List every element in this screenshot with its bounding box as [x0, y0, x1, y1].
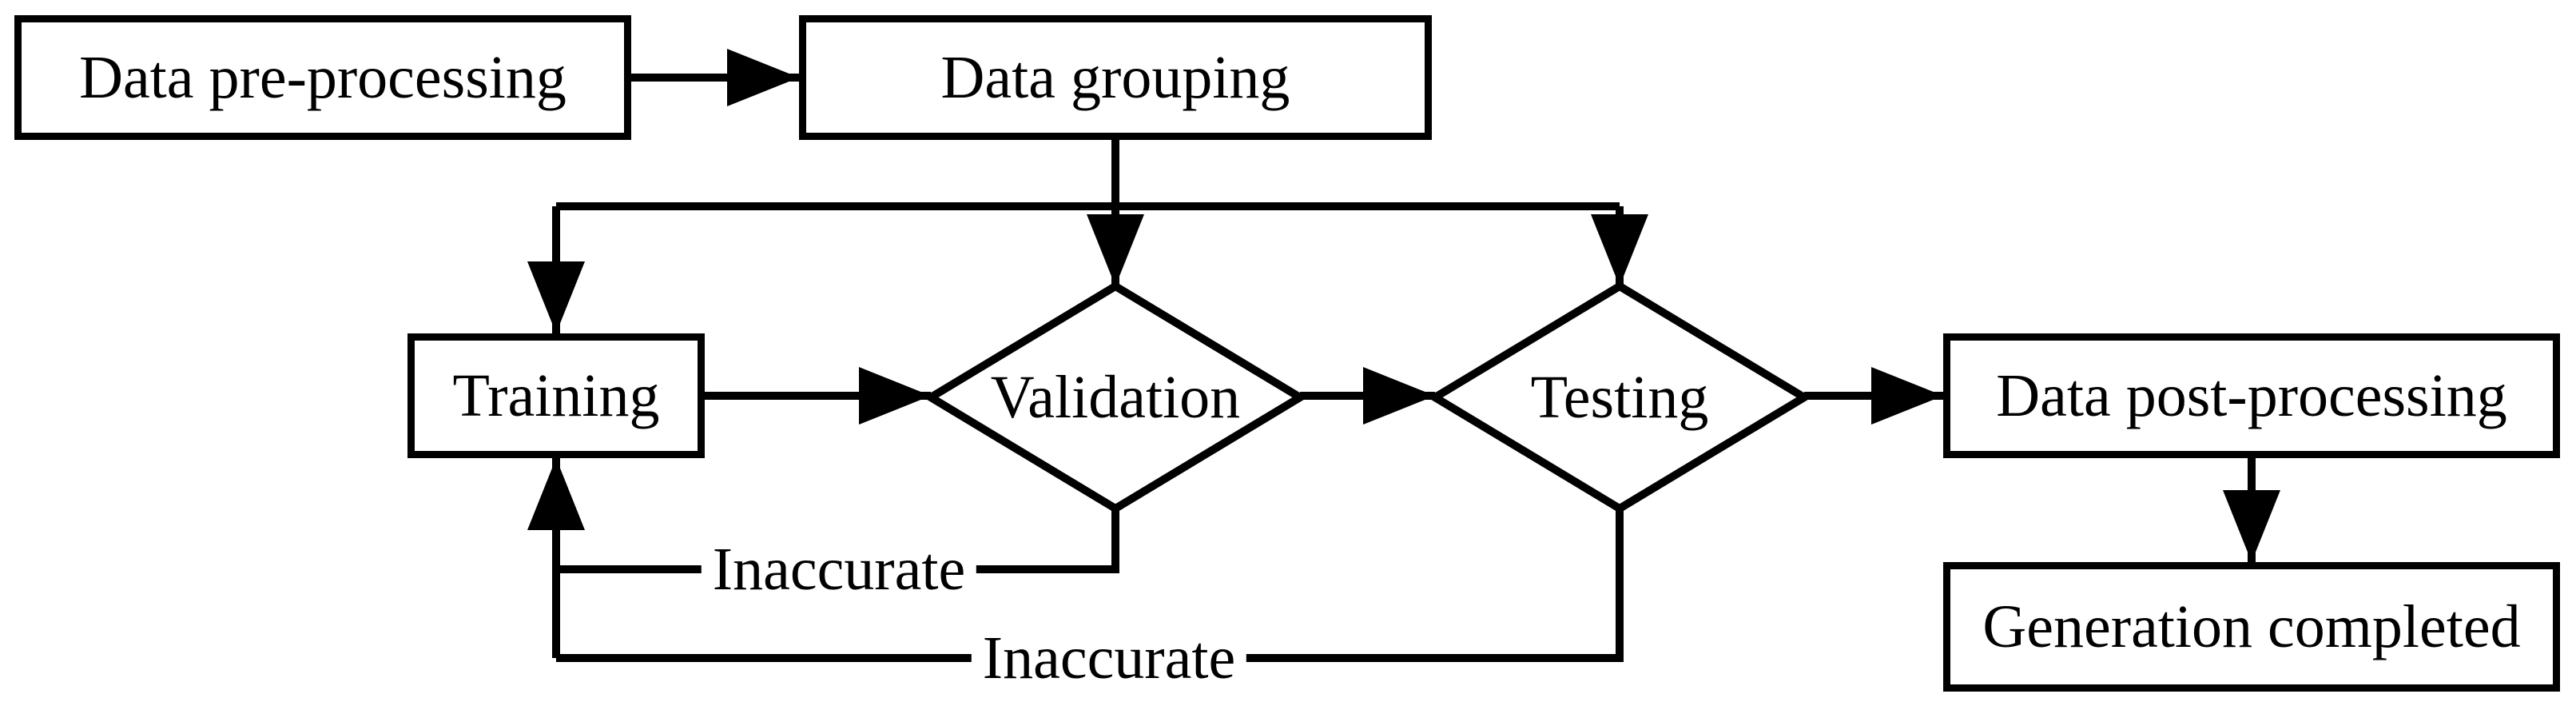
feedback-testing-to-training: [556, 509, 1624, 662]
node-label: Validation: [990, 364, 1241, 431]
node-label: Generation completed: [1982, 593, 2521, 660]
node-data-post-processing: Data post-processing: [1943, 333, 2560, 458]
node-label: Data grouping: [940, 44, 1290, 111]
node-testing: Testing: [1435, 286, 1804, 509]
node-label: Training: [452, 362, 660, 429]
node-data-grouping: Data grouping: [799, 15, 1432, 140]
edge-label-inaccurate-validation: Inaccurate: [701, 537, 977, 601]
node-label: Data pre-processing: [79, 44, 566, 111]
node-generation-completed: Generation completed: [1943, 562, 2560, 692]
node-data-pre-processing: Data pre-processing: [14, 15, 631, 140]
node-validation: Validation: [931, 286, 1300, 509]
node-label: Testing: [1530, 364, 1709, 431]
edge-label-inaccurate-testing: Inaccurate: [971, 626, 1247, 690]
node-training: Training: [407, 333, 705, 458]
node-label: Data post-processing: [1996, 362, 2507, 429]
